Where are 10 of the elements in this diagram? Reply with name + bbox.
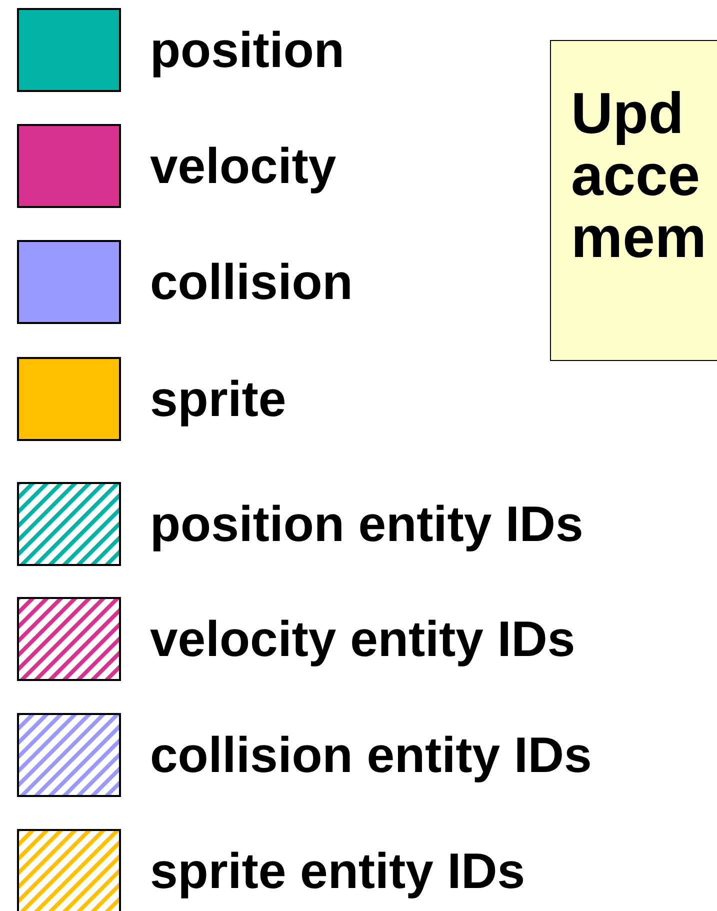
legend-label: collision entity IDs (150, 726, 592, 785)
legend-label: sprite entity IDs (150, 842, 526, 901)
legend-label: collision (150, 253, 353, 312)
legend-label: position (150, 21, 344, 80)
legend-label: sprite (150, 370, 286, 429)
legend-label: velocity (150, 137, 336, 196)
note-box (550, 40, 717, 361)
legend-label: position entity IDs (150, 495, 584, 554)
note-text: Upd acce mem (571, 83, 708, 269)
legend-label: velocity entity IDs (150, 610, 576, 669)
